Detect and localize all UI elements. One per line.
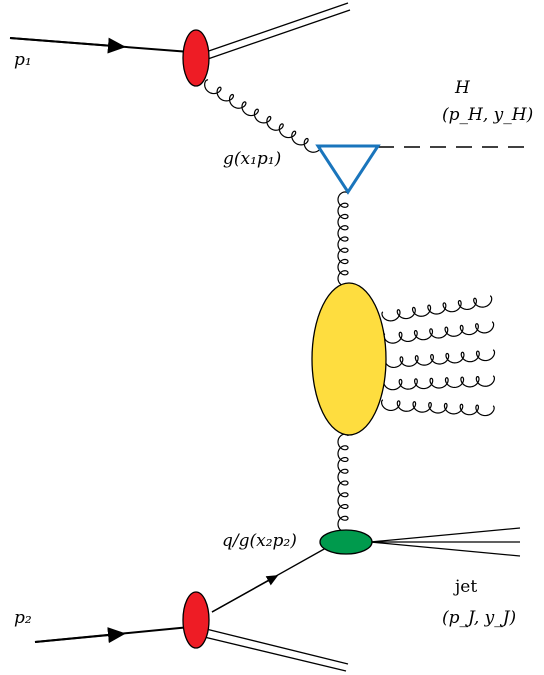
- label-jet: jet: [453, 577, 477, 597]
- emitted-gluon-2: [383, 321, 495, 344]
- higgs-triangle-loop: [315, 144, 381, 195]
- label-p2: p₂: [14, 608, 32, 628]
- jet-blob: [319, 529, 373, 555]
- parton-2-line: [211, 547, 327, 613]
- emitted-gluon-4: [383, 375, 496, 391]
- emitted-gluon-5: [380, 399, 495, 417]
- incoming-proton-2: [34, 626, 191, 644]
- gluon-t-channel-upper: [337, 191, 349, 287]
- central-blob: [311, 282, 387, 436]
- emitted-gluon-3: [384, 349, 496, 369]
- label-jet-kinematics: (p_J, y_J): [442, 608, 516, 628]
- label-p1: p₁: [14, 50, 32, 70]
- proton-2-blob: [182, 591, 210, 649]
- gluon-1: [204, 79, 322, 153]
- proton-2-remnant: [199, 627, 349, 672]
- gluon-t-channel-lower: [337, 433, 349, 533]
- label-higgs: H: [454, 78, 471, 98]
- emitted-gluon-1: [381, 295, 493, 322]
- label-gluon-1: g(x₁p₁): [223, 149, 281, 169]
- label-parton-2: q/g(x₂p₂): [222, 531, 297, 551]
- label-higgs-kinematics: (p_H, y_H): [442, 105, 533, 125]
- incoming-proton-1: [9, 37, 191, 54]
- gluon-lines: [204, 79, 496, 533]
- jet-lines: [369, 527, 521, 557]
- proton-1-remnant: [199, 2, 351, 62]
- proton-1-blob: [182, 29, 210, 87]
